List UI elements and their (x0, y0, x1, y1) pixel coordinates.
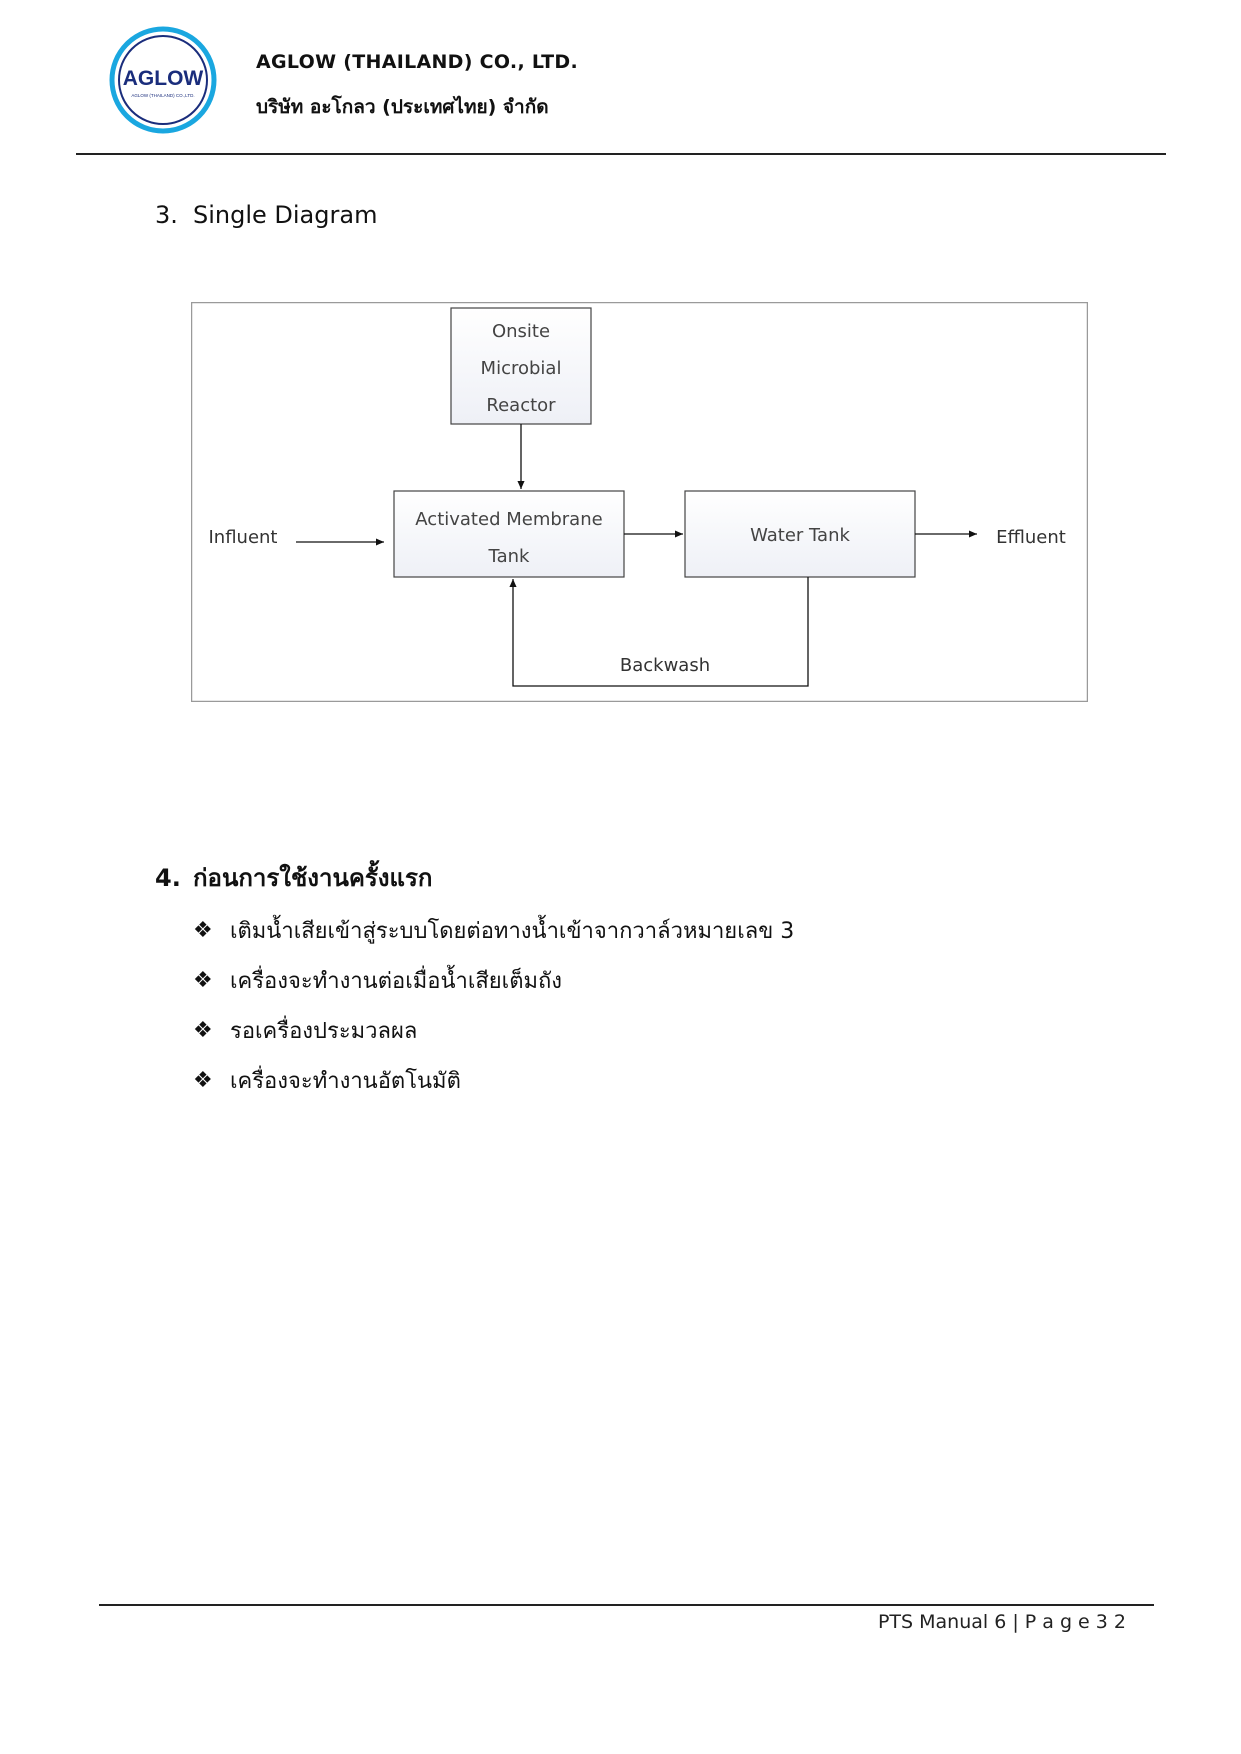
section-4-title: ก่อนการใช้งานครั้งแรก (193, 864, 433, 892)
list-item: ❖ เติมน้ำเสียเข้าสู่ระบบโดยต่อทางน้ำเข้า… (193, 905, 794, 955)
section-3-title: Single Diagram (193, 201, 378, 229)
list-item-text: เติมน้ำเสียเข้าสู่ระบบโดยต่อทางน้ำเข้าจา… (230, 918, 795, 944)
membrane-tank-label-line-1: Activated Membrane (415, 509, 602, 530)
footer-divider (99, 1604, 1154, 1606)
logo-text: AGLOW (123, 67, 204, 90)
company-name-en: AGLOW (THAILAND) CO., LTD. (256, 51, 578, 73)
backwash-label: Backwash (620, 655, 710, 676)
instruction-list: ❖ เติมน้ำเสียเข้าสู่ระบบโดยต่อทางน้ำเข้า… (193, 905, 794, 1105)
list-item: ❖ เครื่องจะทำงานอัตโนมัติ (193, 1055, 794, 1105)
company-logo: AGLOW AGLOW (THAILAND) CO.,LTD. (109, 26, 217, 134)
reactor-label-line-1: Onsite (492, 321, 550, 342)
backwash-arrow (509, 577, 809, 687)
diamond-bullet-icon: ❖ (193, 917, 213, 943)
section-3-heading: 3. Single Diagram (155, 201, 377, 229)
process-diagram: Onsite Microbial Reactor Activated Membr… (191, 302, 1088, 702)
reactor-label-line-3: Reactor (486, 395, 556, 416)
header-divider (76, 153, 1166, 155)
section-3-number: 3. (155, 201, 178, 229)
effluent-label: Effluent (996, 527, 1066, 548)
diagram-frame (191, 302, 1088, 702)
water-tank-box: Water Tank (684, 490, 916, 578)
membrane-tank-label-line-2: Tank (488, 546, 530, 567)
list-item-text: รอเครื่องประมวลผล (230, 1018, 418, 1044)
membrane-tank-box: Activated Membrane Tank (393, 490, 625, 578)
influent-label: Influent (208, 527, 277, 548)
reactor-label-line-2: Microbial (481, 358, 562, 379)
water-tank-label: Water Tank (750, 525, 850, 546)
list-item-text: เครื่องจะทำงานต่อเมื่อน้ำเสียเต็มถัง (230, 968, 563, 994)
list-item: ❖ รอเครื่องประมวลผล (193, 1005, 794, 1055)
reactor-box: Onsite Microbial Reactor (450, 307, 592, 425)
diamond-bullet-icon: ❖ (193, 1067, 213, 1093)
page-footer: PTS Manual 6 | P a g e 3 2 (877, 1611, 1126, 1633)
list-item: ❖ เครื่องจะทำงานต่อเมื่อน้ำเสียเต็มถัง (193, 955, 794, 1005)
section-4-heading: 4. ก่อนการใช้งานครั้งแรก (155, 858, 432, 897)
company-name-th: บริษัท อะโกลว (ประเทศไทย) จำกัด (256, 96, 549, 118)
logo-subtext: AGLOW (THAILAND) CO.,LTD. (131, 93, 194, 98)
section-4-number: 4. (155, 864, 181, 892)
list-item-text: เครื่องจะทำงานอัตโนมัติ (230, 1068, 461, 1094)
diamond-bullet-icon: ❖ (193, 1017, 213, 1043)
diamond-bullet-icon: ❖ (193, 967, 213, 993)
